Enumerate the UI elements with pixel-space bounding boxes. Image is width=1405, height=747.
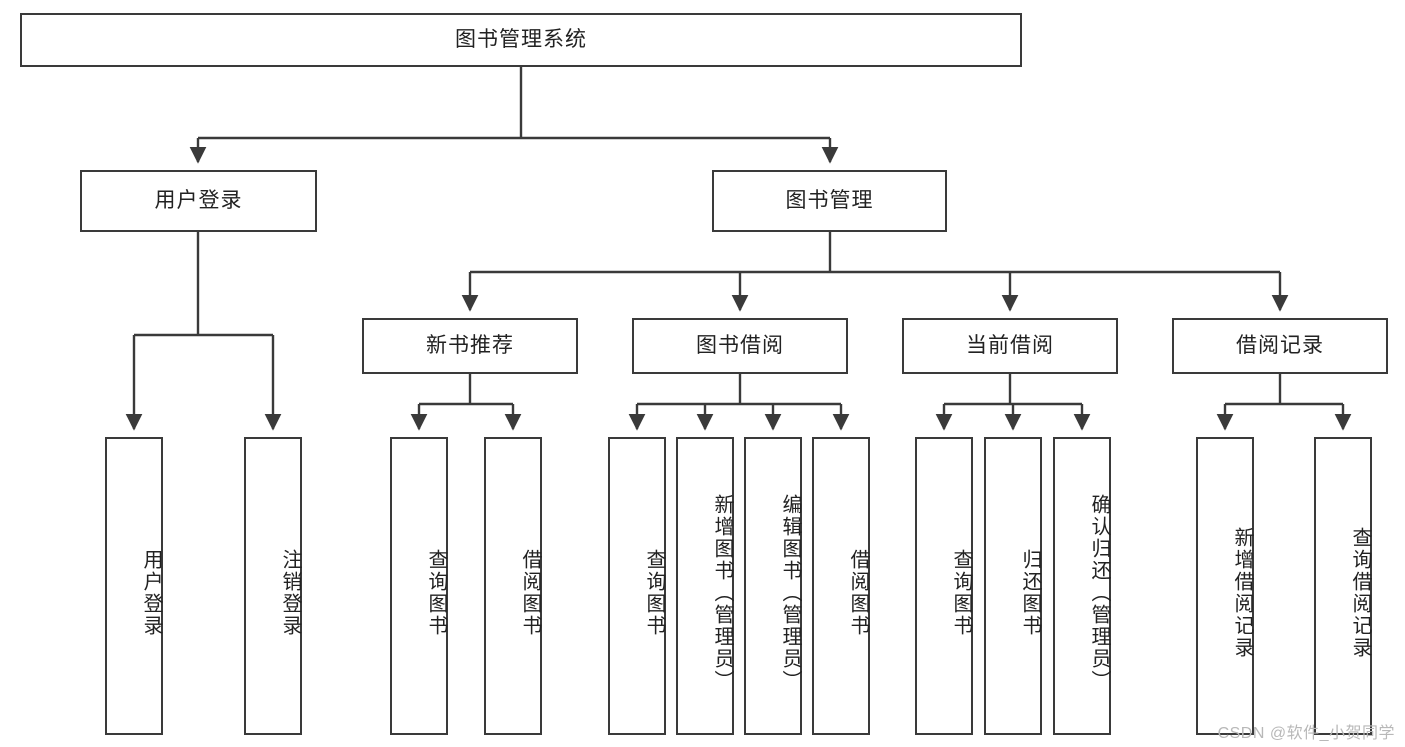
node-borrow-record[interactable]: 借阅记录 xyxy=(1172,318,1388,374)
node-label: 确认归还（管理员） xyxy=(1088,494,1110,692)
node-label: 借阅记录 xyxy=(1236,334,1324,358)
node-label: 查询图书 xyxy=(425,549,447,637)
node-label: 归还图书 xyxy=(1019,549,1041,637)
node-label: 用户登录 xyxy=(140,549,162,637)
node-new-book-recommend[interactable]: 新书推荐 xyxy=(362,318,578,374)
leaf-borrow-query-book[interactable]: 查询图书 xyxy=(608,437,666,735)
leaf-current-return-book[interactable]: 归还图书 xyxy=(984,437,1042,735)
leaf-user-login-login[interactable]: 用户登录 xyxy=(105,437,163,735)
node-label: 借阅图书 xyxy=(847,549,869,637)
node-label: 查询借阅记录 xyxy=(1349,527,1371,659)
leaf-user-login-logout[interactable]: 注销登录 xyxy=(244,437,302,735)
leaf-current-confirm-return-admin[interactable]: 确认归还（管理员） xyxy=(1053,437,1111,735)
node-book-borrow[interactable]: 图书借阅 xyxy=(632,318,848,374)
node-book-management[interactable]: 图书管理 xyxy=(712,170,947,232)
node-label: 图书借阅 xyxy=(696,334,784,358)
node-user-login[interactable]: 用户登录 xyxy=(80,170,317,232)
node-label: 图书管理 xyxy=(785,189,874,213)
node-current-borrow[interactable]: 当前借阅 xyxy=(902,318,1118,374)
node-root-system[interactable]: 图书管理系统 xyxy=(20,13,1022,67)
leaf-record-query-record[interactable]: 查询借阅记录 xyxy=(1314,437,1372,735)
watermark-text: CSDN @软件_小贺同学 xyxy=(1217,725,1395,742)
node-label: 新书推荐 xyxy=(426,334,514,358)
node-label: 图书管理系统 xyxy=(455,28,587,52)
leaf-recommend-query-book[interactable]: 查询图书 xyxy=(390,437,448,735)
leaf-recommend-borrow-book[interactable]: 借阅图书 xyxy=(484,437,542,735)
node-label: 当前借阅 xyxy=(966,334,1054,358)
node-label: 查询图书 xyxy=(950,549,972,637)
node-label: 借阅图书 xyxy=(519,549,541,637)
node-label: 查询图书 xyxy=(643,549,665,637)
node-label: 用户登录 xyxy=(154,189,243,213)
node-label: 注销登录 xyxy=(279,549,301,637)
leaf-borrow-edit-book-admin[interactable]: 编辑图书（管理员） xyxy=(744,437,802,735)
leaf-borrow-add-book-admin[interactable]: 新增图书（管理员） xyxy=(676,437,734,735)
node-label: 新增借阅记录 xyxy=(1231,527,1253,659)
leaf-record-add-record[interactable]: 新增借阅记录 xyxy=(1196,437,1254,735)
node-label: 编辑图书（管理员） xyxy=(779,494,801,692)
node-label: 新增图书（管理员） xyxy=(711,494,733,692)
leaf-borrow-borrow-book[interactable]: 借阅图书 xyxy=(812,437,870,735)
leaf-current-query-book[interactable]: 查询图书 xyxy=(915,437,973,735)
